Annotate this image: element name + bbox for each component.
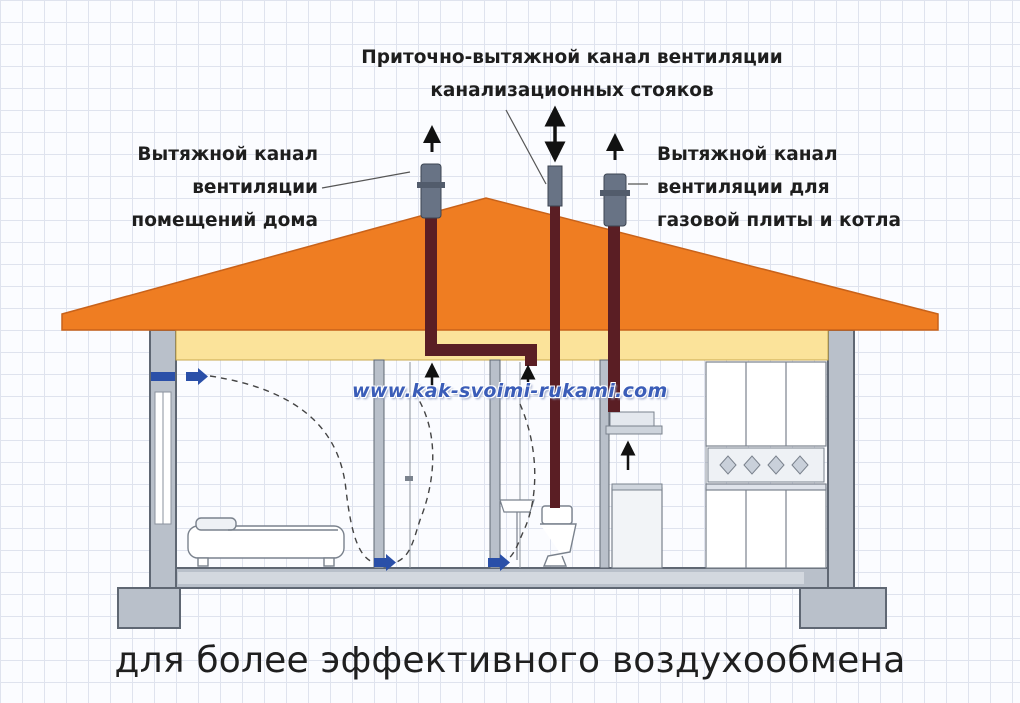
rooms-exhaust-duct [417,163,537,366]
right-wall [827,329,855,589]
rooms-label-line3: помещений дома [131,210,318,231]
room-up-arrows [424,362,636,470]
rooms-label-line2: вентиляции [192,177,318,198]
watermark-url: www.kak-svoimi-rukami.com [352,380,668,402]
bathroom-sink [499,499,535,560]
rooms-exhaust-channel-label: Вытяжной канал вентиляции помещений дома [90,138,318,237]
toilet [540,505,577,567]
gas-label-line2: вентиляции для [657,177,830,198]
gas-exhaust-duct [600,173,630,412]
kitchen-cabinets [705,361,827,569]
gas-label-line3: газовой плиты и котла [657,210,902,231]
interior-partition-3 [599,359,610,569]
bottom-caption: для более эффективного воздухообмена [114,640,906,681]
left-wall [149,329,177,589]
interior-partition-1 [373,359,385,569]
gas-stove [611,483,663,569]
supply-exhaust-label-line1: Приточно-вытяжной канал вентиляции [361,47,783,68]
roof [61,197,939,331]
gas-label-line1: Вытяжной канал [657,144,838,165]
label-leaders [321,109,648,189]
right-footing [799,587,887,629]
sewer-stack-duct [547,165,563,508]
range-hood [605,411,663,435]
bed [187,517,345,567]
door-handle [405,476,413,481]
gas-exhaust-channel-label: Вытяжной канал вентиляции для газовой пл… [657,138,957,237]
kitchen-tile-backsplash [707,447,825,483]
floor-slab [149,567,831,589]
supply-exhaust-channel-label: Приточно-вытяжной канал вентиляции канал… [334,41,810,107]
inlet-vent [151,372,175,381]
airflow-paths [209,375,536,565]
supply-exhaust-label-line2: канализационных стояков [430,80,714,101]
rooms-label-line1: Вытяжной канал [137,144,318,165]
left-footing [117,587,181,629]
interior-partition-2 [489,359,501,569]
airflow-inlet-arrows [151,368,510,571]
